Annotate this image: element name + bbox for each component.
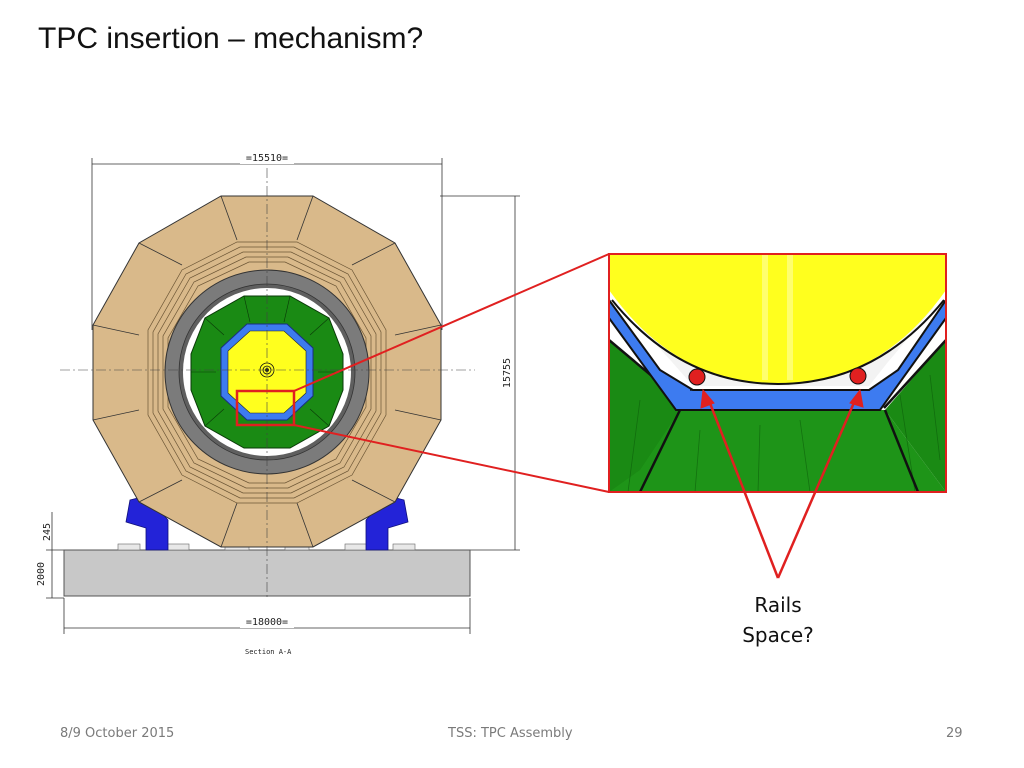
zoom-panel xyxy=(608,253,947,493)
rail-marker-left xyxy=(688,368,706,386)
callout-line-2: Space? xyxy=(742,623,814,647)
page-number: 29 xyxy=(946,726,963,741)
centerlines xyxy=(60,168,475,600)
left-upper-dimension-label: 245 xyxy=(42,523,53,541)
base-width-dimension-label: =18000= xyxy=(246,617,288,628)
rail-marker-right xyxy=(849,367,867,385)
callout-line-1: Rails xyxy=(754,593,802,617)
callout-arrows xyxy=(700,388,864,579)
dimension-lines xyxy=(46,158,520,634)
slide-title: TPC insertion – mechanism? xyxy=(38,22,424,55)
footer-title: TSS: TPC Assembly xyxy=(448,726,573,741)
footer-date: 8/9 October 2015 xyxy=(60,726,175,741)
zoom-connector-bottom xyxy=(293,424,610,493)
zoom-connector-top xyxy=(293,253,610,392)
width-dimension-label: =15510= xyxy=(246,153,288,164)
highlight-box xyxy=(235,389,296,427)
height-dimension-label: 15755 xyxy=(502,358,513,388)
section-label: Section A-A xyxy=(245,648,292,656)
left-lower-dimension-label: 2000 xyxy=(36,562,47,586)
rails-space-callout: Rails Space? xyxy=(728,590,828,650)
